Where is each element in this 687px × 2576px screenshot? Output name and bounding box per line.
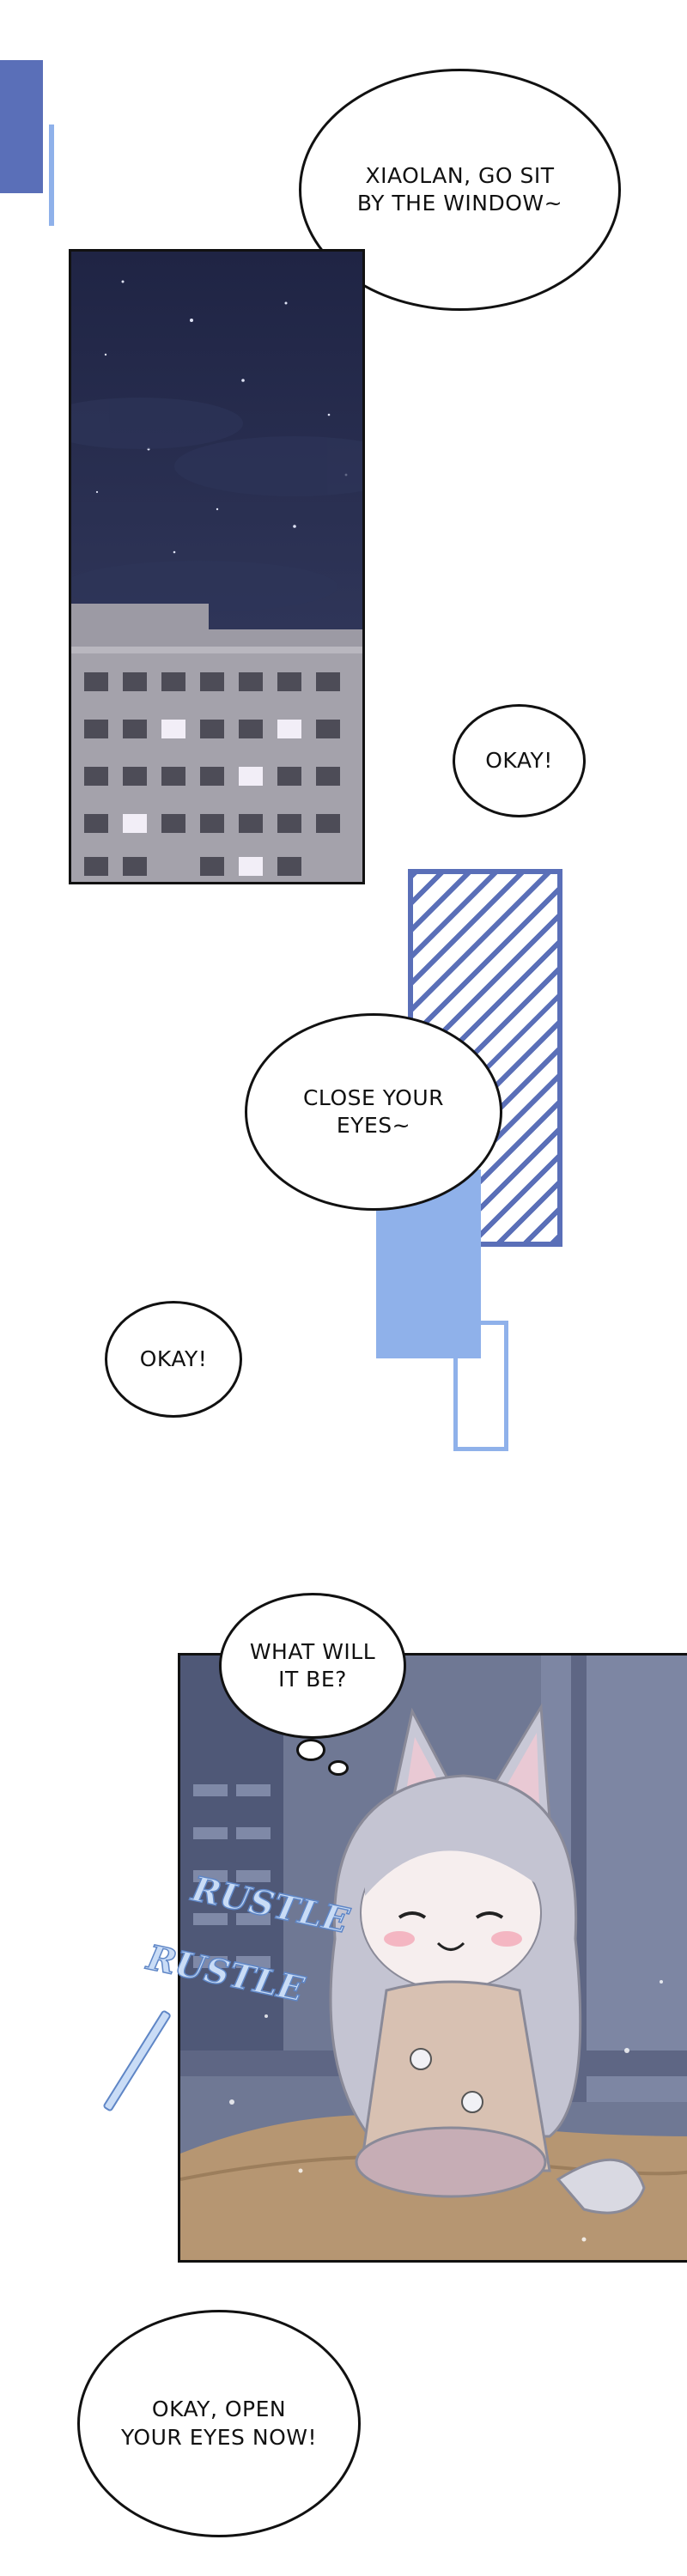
building — [71, 604, 362, 882]
corner-bar — [49, 125, 54, 226]
thought-dot-large — [296, 1739, 325, 1761]
speech-bubble-2: OKAY! — [453, 704, 586, 817]
speech-text-6: OKAY, OPEN YOUR EYES NOW! — [121, 2397, 317, 2450]
thought-bubble: WHAT WILL IT BE? — [219, 1593, 406, 1739]
character-illustration — [180, 1656, 687, 2260]
speech-text-1: XIAOLAN, GO SIT BY THE WINDOW~ — [356, 162, 563, 216]
speech-bubble-6: OKAY, OPEN YOUR EYES NOW! — [77, 2310, 361, 2537]
thought-dot-small — [328, 1760, 349, 1776]
outline-blue-block — [453, 1321, 508, 1451]
speech-text-4: OKAY! — [139, 1346, 208, 1371]
character-panel — [178, 1653, 687, 2263]
speech-bubble-3: CLOSE YOUR EYES~ — [245, 1013, 502, 1211]
night-city-illustration — [71, 252, 362, 882]
sfx-motion-line — [101, 2009, 173, 2112]
speech-text-5: WHAT WILL IT BE? — [249, 1638, 376, 1692]
speech-bubble-4: OKAY! — [105, 1301, 242, 1418]
stars — [95, 280, 348, 554]
speech-text-2: OKAY! — [485, 747, 553, 773]
night-city-panel — [69, 249, 365, 884]
corner-block — [0, 60, 43, 193]
speech-text-3: CLOSE YOUR EYES~ — [302, 1084, 445, 1139]
